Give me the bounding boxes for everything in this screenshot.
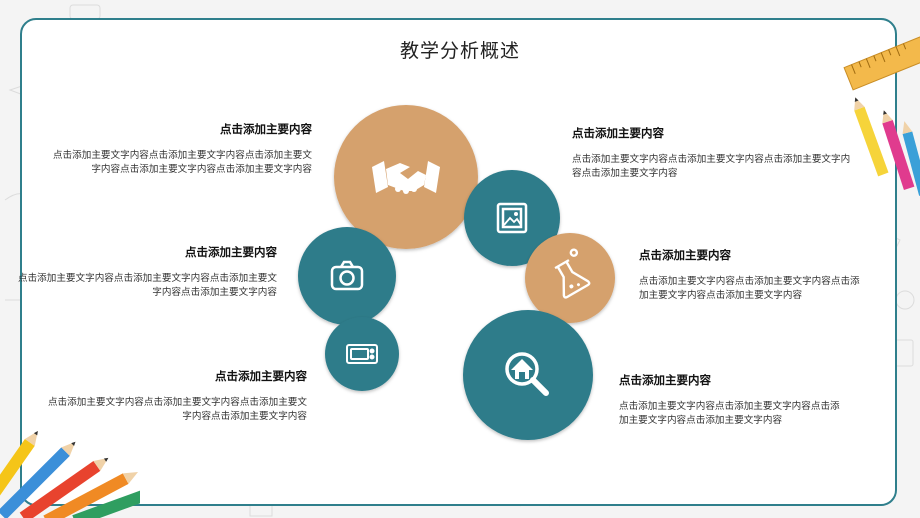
pencils-decoration xyxy=(0,431,140,518)
slide-frame xyxy=(20,18,897,506)
flask-circle xyxy=(525,233,615,323)
text-block-2: 点击添加主要内容 点击添加主要文字内容点击添加主要文字内容点击添加主要文字内容点… xyxy=(17,244,277,299)
camera-circle xyxy=(298,227,396,325)
text-block-4: 点击添加主要内容 点击添加主要文字内容点击添加主要文字内容点击添加主要文字内容点… xyxy=(572,125,852,180)
search-home-icon xyxy=(505,352,549,396)
image-icon xyxy=(496,202,528,234)
tv-icon xyxy=(346,344,378,364)
slide-title: 教学分析概述 xyxy=(399,40,520,62)
block-body: 点击添加主要文字内容点击添加主要文字内容点击添加主要文字内容点击添加主要文字内容 xyxy=(639,276,860,301)
camera-icon xyxy=(330,260,364,291)
flask-icon xyxy=(554,248,591,299)
block-body: 点击添加主要文字内容点击添加主要文字内容点击添加主要文字内容点击添加主要文字内容 xyxy=(17,273,277,298)
block-heading: 点击添加主要内容 xyxy=(220,122,312,136)
text-block-3: 点击添加主要内容 点击添加主要文字内容点击添加主要文字内容点击添加主要文字内容点… xyxy=(47,368,307,423)
tv-circle xyxy=(325,317,399,391)
block-heading: 点击添加主要内容 xyxy=(619,373,711,387)
image-circle xyxy=(464,170,560,266)
block-body: 点击添加主要文字内容点击添加主要文字内容点击添加主要文字内容点击添加主要文字内容… xyxy=(52,150,312,175)
block-body: 点击添加主要文字内容点击添加主要文字内容点击添加主要文字内容点击添加主要文字内容 xyxy=(47,397,307,422)
handshake-icon xyxy=(372,161,440,194)
block-body: 点击添加主要文字内容点击添加主要文字内容点击添加主要文字内容点击添加主要文字内容 xyxy=(619,401,840,426)
block-heading: 点击添加主要内容 xyxy=(572,126,664,140)
text-block-5: 点击添加主要内容 点击添加主要文字内容点击添加主要文字内容点击添加主要文字内容点… xyxy=(639,247,861,302)
block-body: 点击添加主要文字内容点击添加主要文字内容点击添加主要文字内容点击添加主要文字内容 xyxy=(572,154,851,179)
text-block-1: 点击添加主要内容 点击添加主要文字内容点击添加主要文字内容点击添加主要文字内容点… xyxy=(52,121,312,176)
ruler-pencils-decoration xyxy=(843,36,920,196)
handshake-circle xyxy=(334,105,478,249)
block-heading: 点击添加主要内容 xyxy=(639,248,731,262)
block-heading: 点击添加主要内容 xyxy=(185,245,277,259)
block-heading: 点击添加主要内容 xyxy=(215,369,307,383)
text-block-6: 点击添加主要内容 点击添加主要文字内容点击添加主要文字内容点击添加主要文字内容点… xyxy=(619,372,841,427)
